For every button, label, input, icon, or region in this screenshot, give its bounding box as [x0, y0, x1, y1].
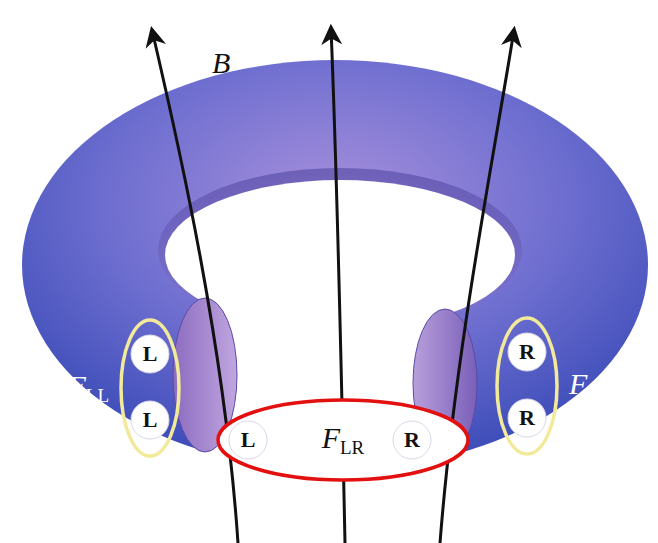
circle-shape	[508, 399, 546, 437]
pair-ellipse: FLR L R	[216, 398, 470, 482]
circle-shape	[131, 335, 169, 373]
particle-label: L	[143, 409, 158, 431]
field-label: B	[212, 48, 230, 78]
particle-label: L	[143, 343, 158, 365]
circle-shape	[508, 333, 546, 371]
particle-circle: L	[130, 400, 170, 440]
particle-circle: L	[130, 334, 170, 374]
field-line	[152, 30, 238, 543]
particle-label: R	[519, 407, 535, 429]
group-heading: FLR	[319, 423, 368, 457]
particle-circle: R	[507, 332, 547, 372]
circle-shape	[229, 421, 267, 459]
particle-circle: R	[392, 420, 432, 460]
ellipse-shape	[497, 318, 557, 454]
particle-circle: L	[228, 420, 268, 460]
group-heading: FLL	[67, 371, 109, 405]
group-heading: FRR	[569, 369, 613, 403]
group-ellipse: FLLLL	[119, 318, 181, 458]
group-ellipse: FRRRR	[495, 316, 559, 456]
particle-label: L	[241, 429, 256, 451]
particle-label: R	[404, 429, 420, 451]
circle-shape	[393, 421, 431, 459]
circle-shape	[131, 401, 169, 439]
ellipse-shape	[121, 320, 179, 456]
field-line	[440, 30, 514, 543]
ellipse-shape	[218, 400, 468, 480]
particle-circle: R	[507, 398, 547, 438]
particle-label: R	[519, 341, 535, 363]
